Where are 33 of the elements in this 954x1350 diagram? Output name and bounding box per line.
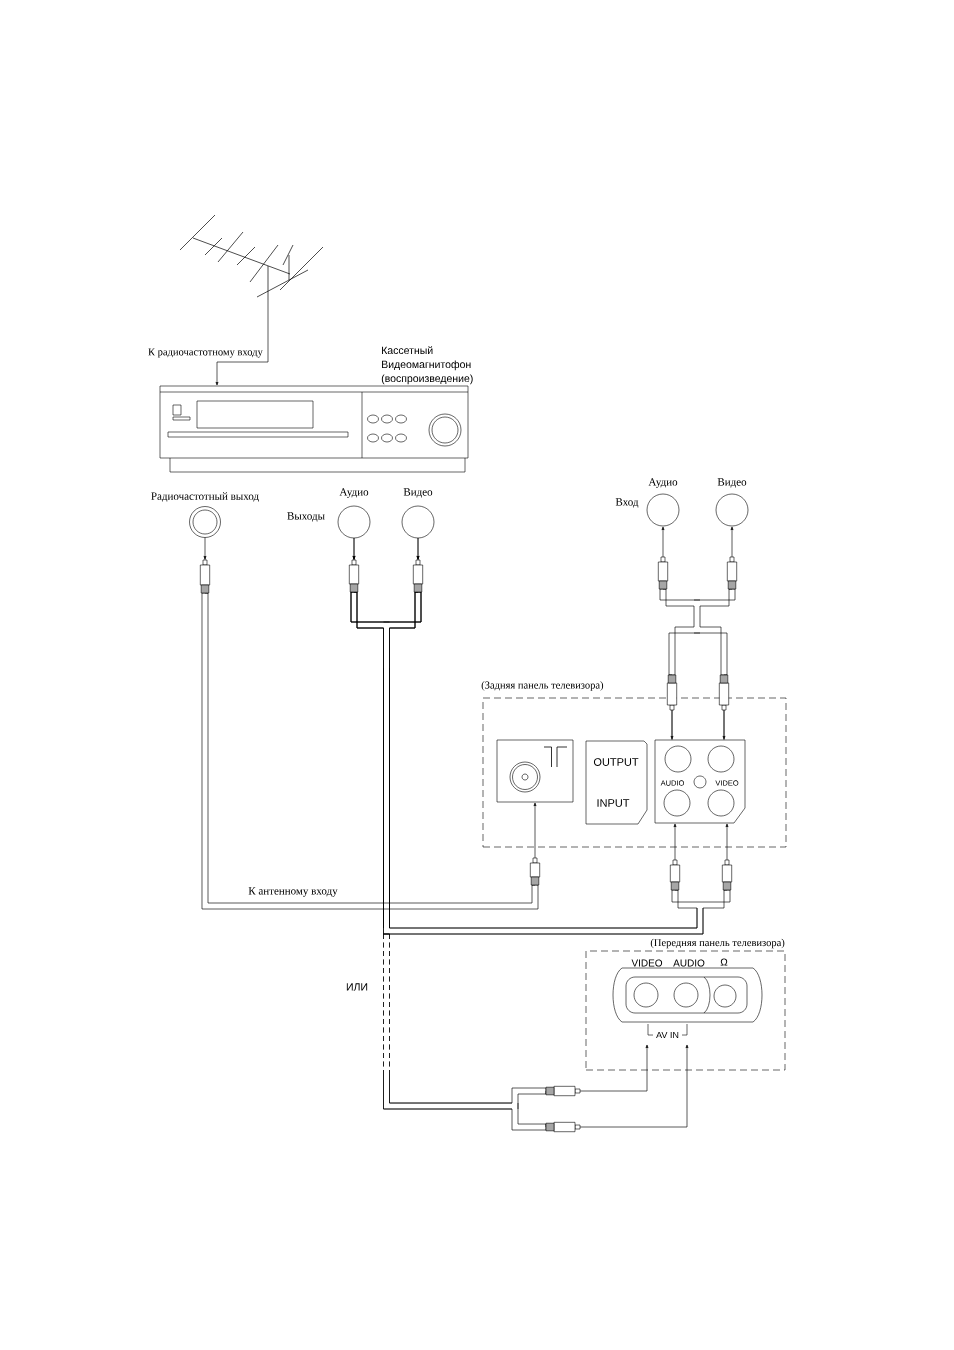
jack	[713, 984, 737, 1008]
panel-title: (Передняя панель телевизора)	[650, 938, 785, 949]
cable	[693, 526, 736, 741]
edge-label: К радиочастотному входу	[147, 347, 264, 359]
note-label: ИЛИ	[346, 983, 368, 991]
arrow	[215, 299, 269, 386]
plate-label: INPUT	[597, 799, 630, 807]
jack	[664, 745, 692, 773]
cable	[350, 537, 689, 1131]
jack	[707, 745, 735, 773]
small-jack	[693, 775, 707, 789]
group-label: Выходы	[287, 512, 325, 522]
jack-label: Радиочастотный выход	[151, 492, 259, 502]
cable	[383, 537, 649, 1110]
jack-label: Аудио	[339, 488, 369, 498]
plate-label: OUTPUT	[593, 758, 639, 766]
coax-socket	[509, 761, 541, 793]
panel-title: (Задняя панель телевизора)	[481, 681, 604, 691]
edge-label: К антенному входу	[247, 886, 339, 898]
jack	[707, 789, 735, 817]
cable	[201, 537, 539, 910]
jack-label: AUDIO	[673, 959, 705, 967]
bracket-label: AV IN	[656, 1031, 679, 1039]
jack-label: VIDEO	[631, 959, 663, 967]
device-caption: Кассетный Видеомагнитофон (воспроизведение)	[381, 346, 473, 385]
jack	[663, 789, 691, 817]
jack-label: Ω	[720, 958, 728, 966]
jack	[673, 982, 699, 1008]
jack-label: Видео	[403, 488, 433, 498]
antenna-drawing	[179, 214, 324, 301]
jack-label: Аудио	[648, 478, 678, 488]
jack	[633, 982, 659, 1008]
jack-label: Видео	[717, 478, 747, 488]
